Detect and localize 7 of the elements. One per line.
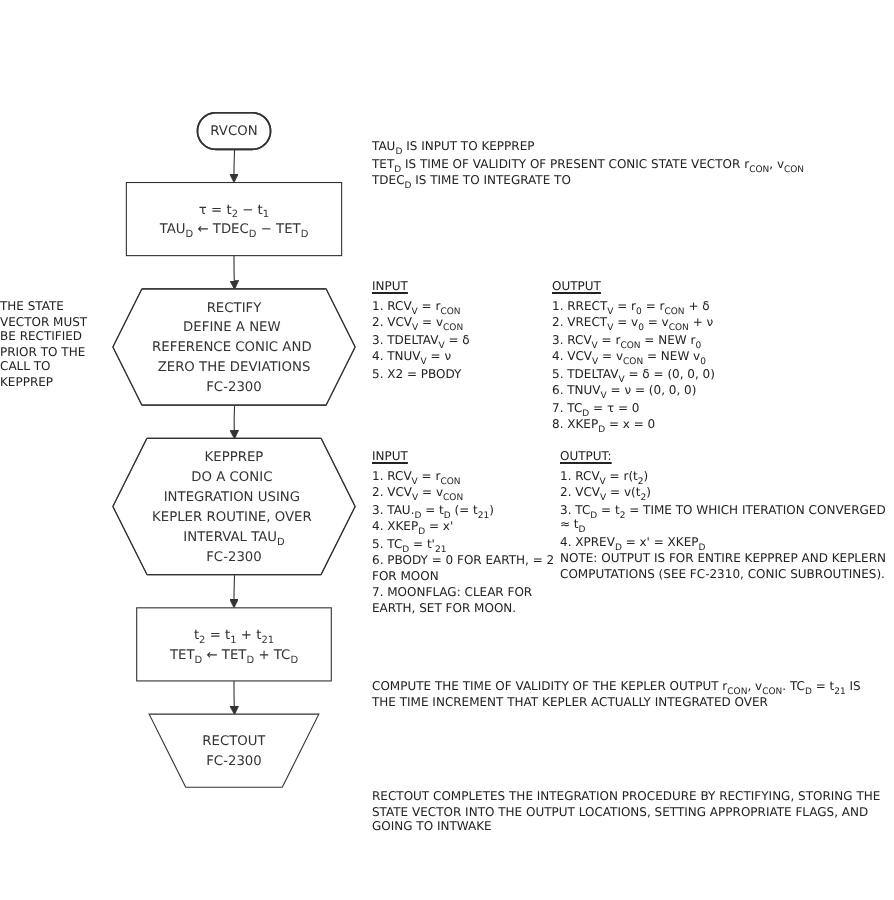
node-box [125,181,343,257]
arrow [229,574,239,609]
node-box [136,607,332,682]
arrow [229,255,240,290]
arrow [229,149,239,183]
arrow [229,680,240,716]
arrow [229,405,240,440]
